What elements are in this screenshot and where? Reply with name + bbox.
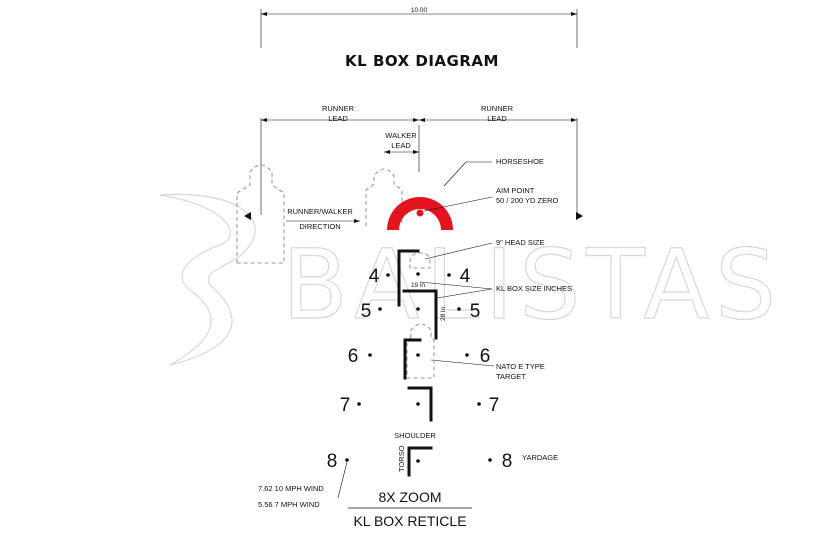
yardage-callout: YARDAGE bbox=[522, 453, 558, 462]
torso-label: TORSO bbox=[397, 445, 406, 472]
aim-point-dot-icon bbox=[416, 209, 424, 217]
yardage-row-4: 4 4 bbox=[369, 266, 471, 287]
walker-lead-target-outline bbox=[365, 168, 403, 226]
overall-dimension: 10.00 bbox=[260, 7, 578, 48]
yardage-7-left: 7 bbox=[340, 395, 351, 416]
direction-arrow-left-icon bbox=[244, 212, 251, 220]
zoom-label: 8X ZOOM bbox=[378, 489, 441, 505]
yardage-4-left: 4 bbox=[369, 266, 380, 287]
runner-lead-target-outline bbox=[236, 164, 285, 264]
yardage-row-7: 7 7 bbox=[340, 395, 500, 416]
kl-box-4 bbox=[397, 249, 420, 307]
yardage-row-5: 5 5 bbox=[361, 301, 481, 322]
yardage-6-left: 6 bbox=[348, 346, 359, 367]
kl-box-size-callout: KL BOX SIZE INCHES bbox=[496, 284, 572, 293]
reticle-label: KL BOX RETICLE bbox=[353, 513, 466, 529]
watermark: BALISTAS bbox=[159, 193, 782, 366]
shoulder-label: SHOULDER bbox=[394, 431, 436, 440]
kl-box-8 bbox=[407, 446, 433, 477]
wind-762-label: 7.62 10 MPH WIND bbox=[258, 484, 324, 493]
diagram-title: KL BOX DIAGRAM bbox=[345, 52, 499, 70]
kl-box-5 bbox=[402, 289, 438, 340]
watermark-text: BALISTAS bbox=[282, 229, 782, 341]
horseshoe-icon bbox=[387, 197, 453, 230]
yardage-4-right: 4 bbox=[460, 266, 471, 287]
box-height-label: 28 in bbox=[440, 307, 447, 321]
watermark-logo-icon bbox=[159, 193, 256, 366]
kl-box-7 bbox=[407, 386, 433, 422]
dimension-label: 10.00 bbox=[411, 7, 428, 14]
direction-arrow-right-icon bbox=[576, 212, 583, 220]
horseshoe-callout: HORSESHOE bbox=[496, 157, 544, 166]
yardage-5-left: 5 bbox=[361, 301, 372, 322]
yardage-row-6: 6 6 bbox=[348, 346, 491, 367]
nato-e-target-outline bbox=[406, 323, 435, 379]
yardage-5-right: 5 bbox=[470, 301, 481, 322]
yardage-6-right: 6 bbox=[480, 346, 491, 367]
yardage-8-left: 8 bbox=[327, 451, 338, 472]
wind-556-label: 5.56 7 MPH WIND bbox=[258, 500, 320, 509]
box-width-label: 19 in bbox=[411, 282, 425, 289]
yardage-row-8: 8 8 bbox=[327, 451, 513, 472]
kl-box-6 bbox=[403, 338, 422, 380]
yardage-8-right: 8 bbox=[502, 451, 513, 472]
yardage-7-right: 7 bbox=[489, 395, 500, 416]
head-target-outline bbox=[409, 252, 431, 269]
head-size-callout: 9" HEAD SIZE bbox=[496, 238, 545, 247]
